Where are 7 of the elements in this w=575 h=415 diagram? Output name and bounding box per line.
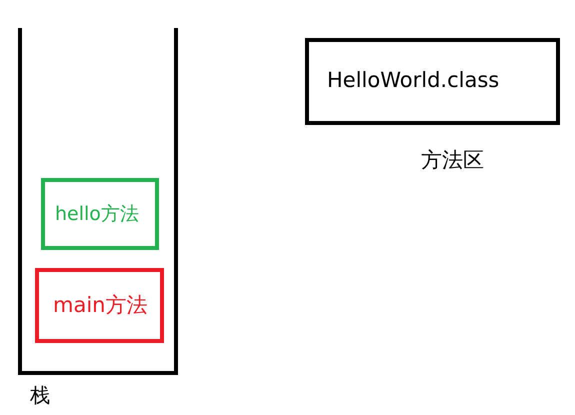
area-label: 方法区	[421, 150, 484, 171]
rect-box	[35, 268, 164, 343]
method-label: main方法	[53, 295, 148, 316]
class-label: HelloWorld.class	[327, 70, 500, 91]
stack-label: 栈	[30, 385, 50, 405]
rect-box	[41, 178, 159, 250]
method-label: hello方法	[55, 205, 139, 224]
